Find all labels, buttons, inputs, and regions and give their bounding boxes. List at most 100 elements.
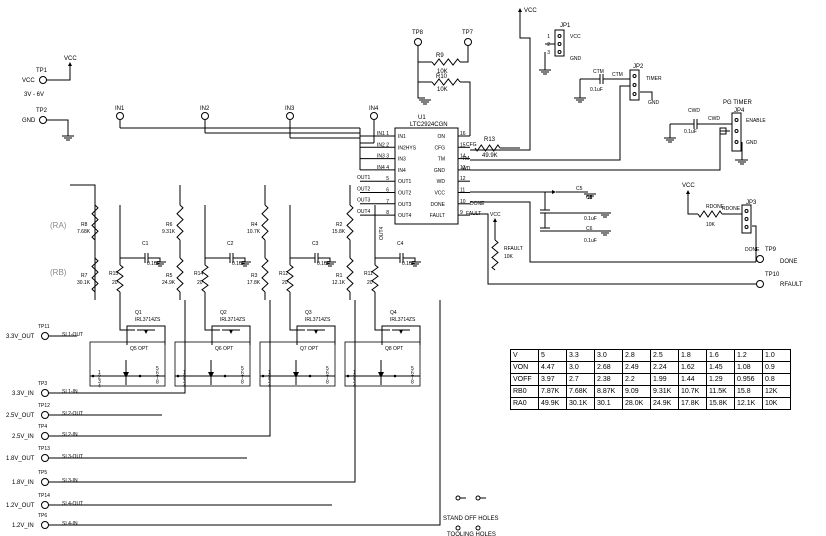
table-cell: 1.44 bbox=[678, 373, 707, 386]
table-cell: 2.24 bbox=[650, 361, 679, 374]
table-cell: 3.0 bbox=[566, 361, 595, 374]
net-label: OUT2 bbox=[357, 186, 371, 192]
table-cell: 7.87K bbox=[538, 385, 567, 398]
divider-ra bbox=[346, 204, 354, 241]
resistor-val: 24.9K bbox=[162, 280, 176, 286]
fet-ref: Q1 bbox=[135, 310, 142, 316]
fet-ref: Q4 bbox=[390, 310, 397, 316]
fet-pin-num: 8 bbox=[241, 380, 244, 386]
input-label: IN4 bbox=[369, 106, 379, 112]
wire bbox=[470, 130, 730, 171]
resistor-val: 10.7K bbox=[247, 229, 261, 235]
jumper-jp3 bbox=[741, 204, 752, 234]
ic-pin-num: 8 bbox=[386, 210, 389, 216]
tp-ref: TP3 bbox=[38, 381, 47, 387]
jumper-pin-num: 1 bbox=[547, 34, 550, 40]
table-cell: 2.68 bbox=[594, 361, 623, 374]
jumper-pin-num: 3 bbox=[547, 50, 550, 56]
table-cell: 1.08 bbox=[734, 361, 763, 374]
table-cell: 15.8 bbox=[734, 385, 763, 398]
table-cell: 2.2 bbox=[622, 373, 651, 386]
jumper-jp2 bbox=[629, 69, 640, 101]
fet-ref: Q3 bbox=[305, 310, 312, 316]
tp-ref: TP14 bbox=[38, 493, 50, 499]
tp-ref: TP10 bbox=[765, 272, 780, 278]
ic-pin-name: IN1 bbox=[398, 134, 406, 140]
resistor-ref: R12 bbox=[279, 271, 288, 277]
tp-name: 2.5V_IN bbox=[12, 434, 34, 440]
wire bbox=[410, 325, 421, 345]
jumper-pin bbox=[632, 74, 637, 78]
ic-pin-num: 9 bbox=[460, 210, 463, 216]
jumper-pin bbox=[734, 129, 739, 133]
tp-name: 3.3V_IN bbox=[12, 391, 34, 397]
table-cell: 1.8 bbox=[678, 349, 707, 362]
ic-pin-num: 11 bbox=[460, 188, 465, 194]
wire bbox=[374, 292, 390, 331]
jumper-jp4 bbox=[731, 112, 742, 152]
fet-ref: Q2 bbox=[220, 310, 227, 316]
resistor-val: 30.1K bbox=[77, 280, 91, 286]
supply-range: 3V - 6V bbox=[24, 92, 44, 98]
table-cell: RB0 bbox=[510, 385, 539, 398]
wire bbox=[289, 292, 305, 331]
net-label: CWD bbox=[688, 108, 700, 114]
resistor-ref: R1 bbox=[336, 273, 343, 279]
table-cell: 8.87K bbox=[594, 385, 623, 398]
ic-pin-num: 14 bbox=[460, 154, 466, 160]
jumper-jp1 bbox=[554, 29, 565, 57]
test-point-icon bbox=[41, 432, 49, 440]
table-cell: 10K bbox=[762, 397, 791, 410]
tp-ref: TP9 bbox=[765, 247, 777, 253]
wire bbox=[48, 300, 356, 483]
net-label: CTM bbox=[612, 72, 623, 78]
fet-pin-num: 1 bbox=[183, 370, 186, 376]
wire bbox=[233, 257, 246, 262]
mounting-hole-icon bbox=[475, 495, 481, 501]
divider-ra bbox=[261, 204, 269, 241]
fet-part: IRL3714ZS bbox=[390, 317, 416, 323]
test-point-icon bbox=[414, 38, 422, 46]
net-label: RDONE bbox=[722, 206, 741, 212]
tp-ref: TP7 bbox=[462, 30, 474, 36]
fet-pin-num: 2 bbox=[268, 375, 271, 381]
wire bbox=[417, 82, 425, 99]
cap-val: 0.1uF bbox=[584, 216, 597, 222]
tp-ref: TP6 bbox=[38, 513, 47, 519]
table-cell: 12.1K bbox=[734, 397, 763, 410]
wire bbox=[240, 325, 251, 345]
net-label: SI 3-IN bbox=[62, 478, 78, 484]
test-point-icon bbox=[39, 116, 47, 124]
tp-ref: TP11 bbox=[38, 324, 50, 330]
opt-fet-box bbox=[89, 341, 166, 387]
wire bbox=[48, 300, 441, 526]
table-cell: 1.99 bbox=[650, 373, 679, 386]
vcc-label: VCC bbox=[490, 212, 501, 218]
wire bbox=[403, 257, 416, 262]
ic-part: LTC2924CGN bbox=[410, 122, 448, 128]
opt-fet-label: Q5 OPT bbox=[130, 346, 148, 352]
fet-pin-num: 2 bbox=[98, 375, 101, 381]
jumper-pin-num: 2 bbox=[547, 42, 550, 48]
jumper-pin-label: DONE bbox=[745, 247, 760, 253]
net-label: SI 1-IN bbox=[62, 389, 78, 395]
jumper-pin bbox=[632, 83, 637, 87]
resistor-val: 17.8K bbox=[247, 280, 261, 286]
tp-ref: TP2 bbox=[36, 108, 48, 114]
test-point-icon bbox=[41, 411, 49, 419]
resistor-ref: R4 bbox=[251, 222, 258, 228]
ic-pin-num: 13 bbox=[460, 165, 466, 171]
ic-pin-num: 6 bbox=[386, 188, 389, 194]
fet-pin-num: 7 bbox=[326, 375, 329, 381]
test-point-icon bbox=[41, 521, 49, 529]
table-cell: 1.0 bbox=[762, 349, 791, 362]
tp-name: 1.2V_OUT bbox=[6, 503, 35, 509]
jumper-pin-label: GND bbox=[746, 140, 758, 146]
standoff-label: STAND OFF HOLES bbox=[443, 516, 499, 522]
ic-pin-name: ON bbox=[438, 134, 446, 140]
wire bbox=[487, 236, 756, 285]
net-label: SI 1-OUT bbox=[62, 332, 83, 338]
fet-pin-num: 2 bbox=[353, 375, 356, 381]
